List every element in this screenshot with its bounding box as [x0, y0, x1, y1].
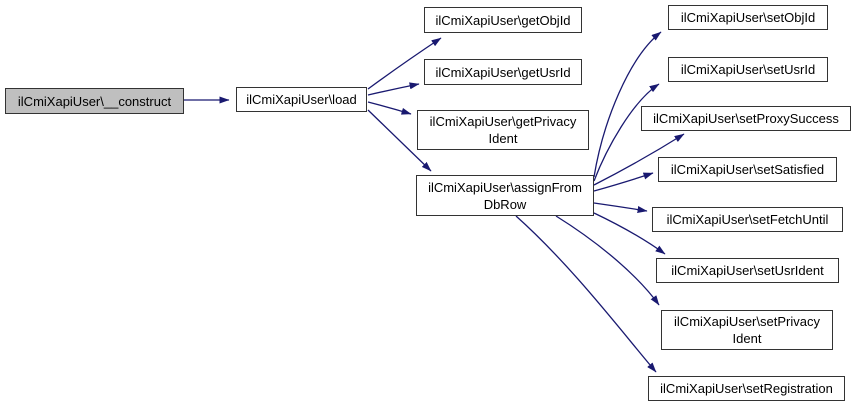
node-label: ilCmiXapiUser\assignFrom DbRow	[428, 179, 582, 212]
edge-assign-setusrid	[593, 83, 660, 182]
node-ilcmixapiuser-setproxysuccess[interactable]: ilCmiXapiUser\setProxySuccess	[641, 106, 851, 131]
node-ilcmixapiuser-setfetchuntil[interactable]: ilCmiXapiUser\setFetchUntil	[652, 207, 843, 232]
edge-assign-setfetchuntil	[593, 202, 648, 213]
node-ilcmixapiuser-setusrident[interactable]: ilCmiXapiUser\setUsrIdent	[656, 258, 839, 283]
node-label: ilCmiXapiUser\setUsrIdent	[671, 263, 824, 278]
node-label: ilCmiXapiUser\setSatisfied	[670, 162, 825, 177]
edge-load-getprivacyident	[367, 101, 412, 115]
node-label: ilCmiXapiUser\getObjId	[435, 12, 571, 28]
node-label: ilCmiXapiUser\setFetchUntil	[666, 212, 829, 227]
node-label: ilCmiXapiUser\setPrivacy Ident	[674, 314, 820, 346]
node-ilcmixapiuser-setobjid[interactable]: ilCmiXapiUser\setObjId	[668, 5, 828, 30]
edge-assign-setobjid	[593, 31, 662, 178]
node-label: ilCmiXapiUser\setObjId	[680, 10, 816, 25]
edge-assign-setprivacyident	[555, 215, 660, 306]
node-ilcmixapiuser-load[interactable]: ilCmiXapiUser\load	[236, 87, 367, 112]
edge-load-getusrid	[367, 82, 420, 96]
node-ilcmixapiuser-assignfromdbrow[interactable]: ilCmiXapiUser\assignFrom DbRow	[416, 175, 594, 216]
node-label: ilCmiXapiUser\setUsrId	[680, 62, 816, 77]
node-label: ilCmiXapiUser\__construct	[17, 93, 172, 109]
node-ilcmixapiuser-setregistration[interactable]: ilCmiXapiUser\setRegistration	[648, 376, 845, 401]
node-ilcmixapiuser-setsatisfied[interactable]: ilCmiXapiUser\setSatisfied	[658, 157, 837, 182]
node-ilcmixapiuser-setprivacyident[interactable]: ilCmiXapiUser\setPrivacy Ident	[661, 310, 833, 350]
node-label: ilCmiXapiUser\getPrivacy Ident	[429, 114, 577, 146]
node-ilcmixapiuser-construct: ilCmiXapiUser\__construct	[5, 88, 184, 114]
node-ilcmixapiuser-getobjid[interactable]: ilCmiXapiUser\getObjId	[424, 7, 582, 33]
node-ilcmixapiuser-getprivacyident[interactable]: ilCmiXapiUser\getPrivacy Ident	[417, 110, 589, 150]
node-label: ilCmiXapiUser\setRegistration	[660, 381, 833, 396]
edge-assign-setregistration	[515, 215, 657, 373]
node-label: ilCmiXapiUser\getUsrId	[435, 64, 571, 80]
node-label: ilCmiXapiUser\setProxySuccess	[653, 111, 839, 126]
node-label: ilCmiXapiUser\load	[246, 92, 357, 107]
edge-assign-setsatisfied	[593, 172, 654, 192]
node-ilcmixapiuser-getusrid[interactable]: ilCmiXapiUser\getUsrId	[424, 59, 582, 85]
node-ilcmixapiuser-setusrid[interactable]: ilCmiXapiUser\setUsrId	[668, 57, 828, 82]
